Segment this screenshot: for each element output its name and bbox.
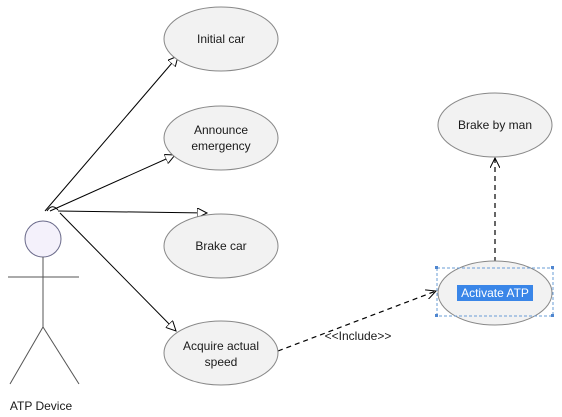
use-case-brake-car[interactable]: Brake car bbox=[163, 213, 279, 279]
use-case-label-line1: Acquire actual bbox=[183, 339, 259, 353]
use-case-label: Brake by man bbox=[458, 118, 532, 132]
use-case-acquire-speed[interactable]: Acquire actual speed bbox=[163, 320, 279, 386]
association-edge-acquire-speed[interactable] bbox=[59, 212, 176, 331]
use-case-initial-car[interactable]: Initial car bbox=[163, 6, 279, 72]
association-edge-brake-car[interactable] bbox=[57, 211, 207, 213]
use-case-label: Brake car bbox=[195, 239, 246, 253]
use-case-label[interactable]: Activate ATP bbox=[461, 286, 529, 300]
use-case-activate-atp[interactable]: Activate ATP bbox=[435, 260, 554, 326]
selection-handle-br[interactable] bbox=[551, 314, 554, 317]
use-case-label-line2: speed bbox=[205, 355, 238, 369]
use-case-label: Initial car bbox=[197, 32, 245, 46]
actor-atp-device[interactable]: ATP Device bbox=[8, 220, 80, 413]
selection-handle-bl[interactable] bbox=[435, 314, 438, 317]
use-case-brake-by-man[interactable]: Brake by man bbox=[437, 92, 553, 158]
use-case-label-line1: Announce bbox=[194, 123, 248, 137]
actor-label: ATP Device bbox=[10, 399, 73, 413]
use-case-label-line2: emergency bbox=[191, 139, 250, 153]
include-label: <<Include>> bbox=[325, 329, 392, 343]
include-dependency-edge[interactable] bbox=[277, 291, 436, 352]
association-edge-announce-emergency[interactable] bbox=[49, 155, 175, 212]
selection-handle-tl[interactable] bbox=[435, 266, 438, 269]
actor-left-leg bbox=[9, 326, 44, 385]
selection-box[interactable] bbox=[436, 267, 554, 317]
actor-connection-arc bbox=[46, 206, 59, 212]
text-selection-highlight bbox=[457, 285, 533, 301]
selection-handle-tr[interactable] bbox=[551, 266, 554, 269]
association-edge-initial-car[interactable] bbox=[44, 56, 178, 212]
actor-head bbox=[24, 220, 62, 258]
actor-right-leg bbox=[42, 326, 80, 385]
use-case-announce-emergency[interactable]: Announce emergency bbox=[163, 105, 279, 171]
